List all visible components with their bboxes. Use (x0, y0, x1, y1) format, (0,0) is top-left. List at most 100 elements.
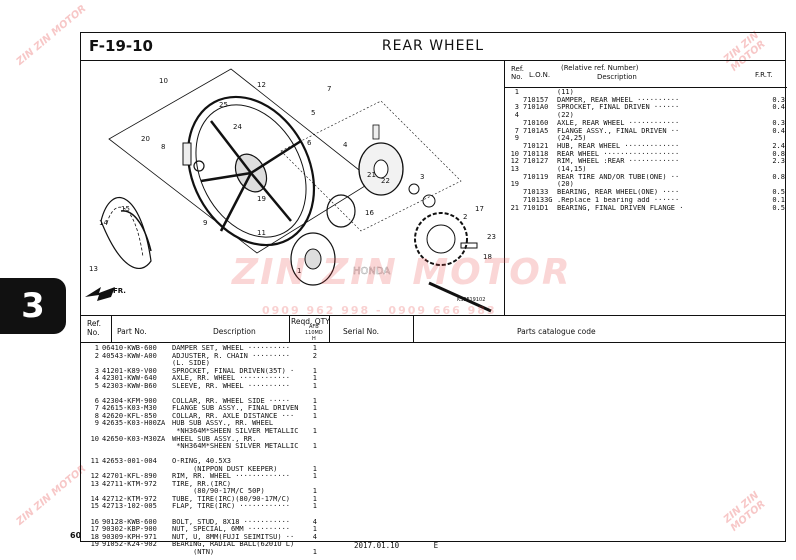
parts-cell-qty: 1 (312, 525, 317, 534)
parts-cell-qty: 4 (312, 517, 317, 526)
page-header: F-19-10 REAR WHEEL (81, 33, 785, 61)
parts-cell-qty: 2 (312, 351, 317, 360)
parts-cell-desc: AXLE, RR. WHEEL ············ (172, 375, 291, 383)
callout-7: 7 (327, 85, 331, 93)
reference-cell-frt: 0.3 (772, 118, 785, 127)
callout-3: 3 (420, 173, 424, 181)
parts-col-part: Part No. (117, 327, 147, 336)
bearing (193, 160, 205, 172)
parts-cell-ref: 15 (90, 502, 99, 511)
reference-cell-desc: FLANGE ASSY., FINAL DRIVEN ·· (557, 127, 680, 135)
parts-cell-qty: 1 (312, 366, 317, 375)
parts-cell-ref: 8 (94, 411, 99, 420)
sprocket (414, 212, 468, 266)
parts-cell-desc: O-RING, 40.5X3 (172, 458, 232, 466)
reference-cell-ref: 1 (514, 88, 519, 96)
parts-cell-qty: 1 (312, 381, 317, 390)
callout-12: 12 (257, 81, 266, 89)
ref-col-ref: Ref. No. (511, 65, 525, 81)
parts-cell-qty: 1 (312, 374, 317, 383)
reference-cell-ref (509, 189, 519, 197)
parts-page-frame: F-19-10 REAR WHEEL (80, 32, 787, 555)
parts-cell-part: 42303-KWW-B60 (102, 381, 157, 390)
parts-cell-qty: 1 (312, 487, 317, 496)
reference-cell-ref: 7 (514, 126, 519, 135)
section-tab: 3 (0, 278, 66, 334)
callout-15: 15 (121, 205, 130, 213)
callout-18: 18 (483, 253, 492, 261)
page-number: 60 (70, 531, 82, 540)
parts-cell-desc: *NH364M*SHEEN SILVER METALLIC (172, 443, 299, 451)
footer-date: 2017.01.10 (354, 541, 400, 550)
corner-watermark-tl: ZIN ZIN MOTOR (14, 3, 89, 68)
parts-cell-ref: 14 (90, 494, 99, 503)
parts-row: (L. SIDE) (87, 360, 317, 368)
reference-cell-ref: 21 (510, 203, 519, 212)
parts-cell-ref: 3 (94, 366, 99, 375)
reference-cell-desc: .Replace 1 bearing add ······ (557, 196, 680, 204)
parts-cell-ref: 9 (94, 419, 99, 428)
parts-cell-ref: 11 (90, 457, 99, 466)
parts-cell-part: 41201-K89-V00 (102, 366, 157, 375)
reference-cell-lon: 710118 (523, 149, 549, 158)
reference-cell-desc: AXLE, REAR WHEEL ············ (557, 119, 680, 127)
rear-axle (428, 281, 492, 313)
collar (182, 142, 192, 166)
callout-20: 20 (141, 135, 150, 143)
front-direction-arrow (85, 287, 115, 301)
reference-cell-desc: REAR TIRE AND/OR TUBE(ONE) ·· (557, 173, 680, 181)
parts-cell-desc (172, 451, 307, 459)
parts-col-serial: Serial No. (343, 327, 380, 336)
reference-cell-frt: 2.4 (772, 141, 785, 150)
callout-4: 4 (343, 141, 348, 149)
parts-cell-desc: (NIPPON DUST KEEPER) (172, 465, 278, 473)
reference-row: 9(24,25) (509, 135, 785, 143)
callout-5: 5 (311, 109, 315, 117)
parts-cell-ref: 13 (90, 479, 99, 488)
callout-11: 11 (257, 229, 266, 237)
parts-cell-part: 40543-KWW-A00 (102, 351, 157, 360)
parts-cell-desc: SPROCKET, FINAL DRIVEN(35T) · (172, 367, 295, 375)
reference-cell-lon: 710127 (523, 157, 549, 166)
ref-col-desc: Description (597, 73, 637, 81)
parts-cell-desc: TIRE, RR.(IRC) (172, 480, 232, 488)
parts-cell-ref (87, 549, 99, 557)
callout-14: 14 (99, 219, 108, 227)
parts-cell-part: 06410-KWB-600 (102, 344, 157, 352)
parts-cell-qty: 1 (312, 427, 317, 436)
parts-cell-qty: 1 (312, 404, 317, 413)
parts-cell-part: 42620-KFL-850 (102, 411, 157, 420)
parts-cell-part: 42701-KFL-890 (102, 472, 157, 481)
reference-row: 19(20) (509, 181, 785, 189)
reference-cell-frt: 0.4 (772, 103, 785, 112)
reference-cell-ref: 9 (514, 134, 519, 143)
reference-cell-ref: 12 (510, 157, 519, 166)
parts-cell-qty: 1 (312, 344, 317, 352)
parts-cell-ref: 5 (94, 381, 99, 390)
parts-table-header: Ref. No. Part No. Description Reqd. QTY … (81, 315, 785, 343)
parts-cell-desc: COLLAR, RR. WHEEL SIDE ····· (172, 397, 291, 405)
parts-cell-desc: BOLT, STUD, 8X18 ··········· (172, 518, 291, 526)
callout-22: 22 (381, 177, 390, 185)
parts-cell-desc: FLANGE SUB ASSY., FINAL DRIVEN (172, 405, 299, 413)
reference-cell-frt: 0.4 (772, 126, 785, 135)
ref-col-desc-top: (Relative ref. Number) (561, 64, 639, 72)
reference-cell-lon: 710119 (523, 172, 549, 181)
wheel-spokes (200, 120, 302, 232)
parts-cell-desc (172, 511, 307, 519)
callout-16: 16 (365, 209, 374, 217)
parts-cell-desc: *NH364M*SHEEN SILVER METALLIC (172, 428, 299, 436)
reference-cell-desc: SPROCKET, FINAL DRIVEN ······ (557, 104, 680, 112)
